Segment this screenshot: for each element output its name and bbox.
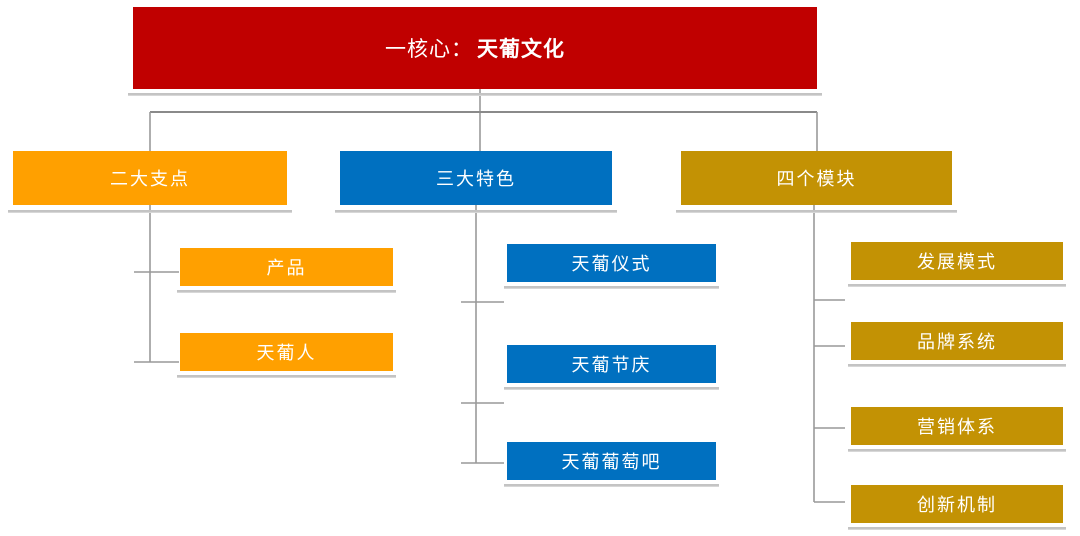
core-node: 一核心：天葡文化 xyxy=(133,7,817,89)
leaf-label: 天葡节庆 xyxy=(571,355,652,375)
leaf-label: 产品 xyxy=(266,258,307,278)
leaf-node-tianpu-festival: 天葡节庆 xyxy=(507,345,716,383)
leaf-label: 天葡仪式 xyxy=(571,254,652,274)
leaf-node-innovation-mechanism: 创新机制 xyxy=(851,485,1063,523)
branch-node-three-features: 三大特色 xyxy=(340,151,612,205)
leaf-shadow-line xyxy=(848,527,1066,530)
leaf-shadow-line xyxy=(848,284,1066,287)
leaf-label: 创新机制 xyxy=(917,495,997,515)
leaf-shadow-line xyxy=(177,290,396,293)
core-label-emphasis: 天葡文化 xyxy=(477,38,565,61)
leaf-node-brand-system: 品牌系统 xyxy=(851,322,1063,360)
branch-shadow-line xyxy=(676,210,957,213)
branch-label: 四个模块 xyxy=(776,169,857,189)
branch-label: 三大特色 xyxy=(436,169,516,189)
leaf-node-marketing-system: 营销体系 xyxy=(851,407,1063,445)
leaf-label: 品牌系统 xyxy=(917,332,997,352)
leaf-node-product: 产品 xyxy=(180,248,393,286)
leaf-label: 发展模式 xyxy=(917,252,997,272)
leaf-shadow-line xyxy=(848,364,1066,367)
branch-shadow-line xyxy=(8,210,292,213)
leaf-label: 营销体系 xyxy=(917,417,997,437)
leaf-node-tianpu-people: 天葡人 xyxy=(180,333,393,371)
leaf-node-tianpu-grape-bar: 天葡葡萄吧 xyxy=(507,442,716,480)
branch-node-four-modules: 四个模块 xyxy=(681,151,952,205)
core-label-prefix: 一核心： xyxy=(385,38,473,61)
core-shadow-line xyxy=(128,93,822,96)
leaf-shadow-line xyxy=(504,484,719,487)
leaf-node-tianpu-ritual: 天葡仪式 xyxy=(507,244,716,282)
leaf-shadow-line xyxy=(848,449,1066,452)
branch-label: 二大支点 xyxy=(110,169,190,189)
leaf-label: 天葡葡萄吧 xyxy=(561,452,662,472)
branch-node-two-pillars: 二大支点 xyxy=(13,151,287,205)
leaf-shadow-line xyxy=(504,286,719,289)
leaf-label: 天葡人 xyxy=(256,343,317,363)
branch-shadow-line xyxy=(335,210,617,213)
leaf-shadow-line xyxy=(177,375,396,378)
leaf-shadow-line xyxy=(504,387,719,390)
leaf-node-development-model: 发展模式 xyxy=(851,242,1063,280)
